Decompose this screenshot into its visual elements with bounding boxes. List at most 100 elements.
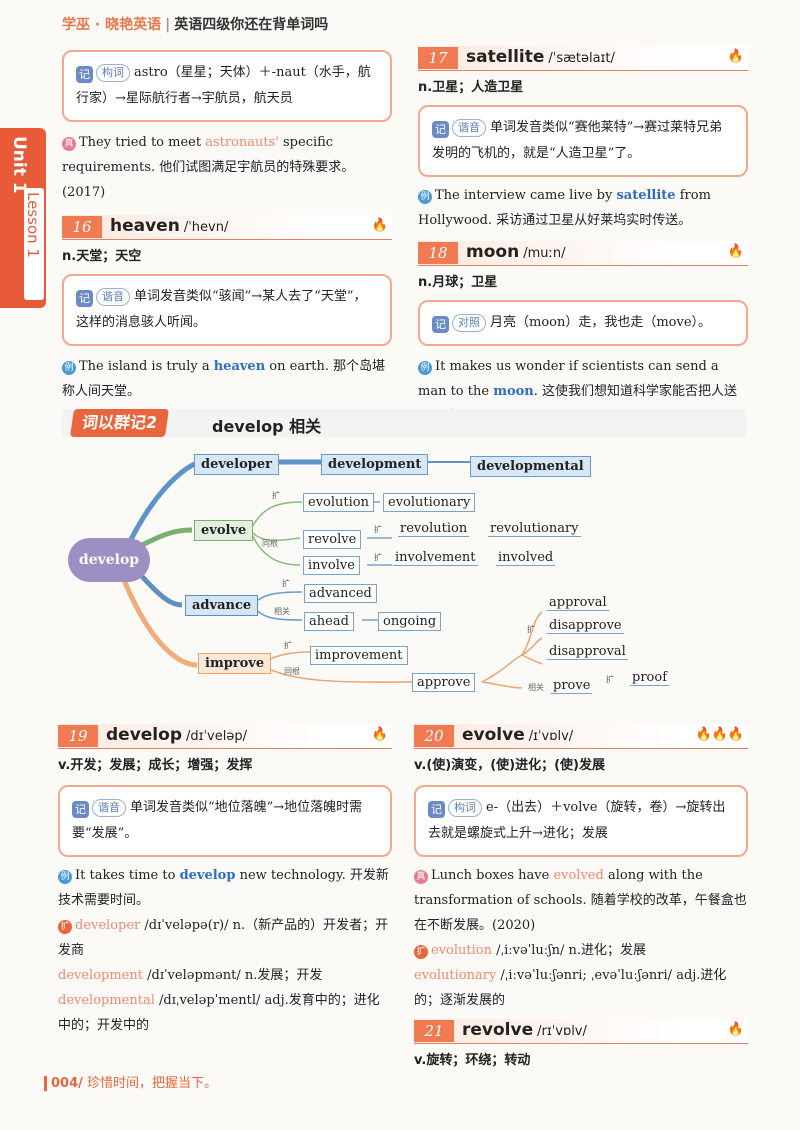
node-advanced: advanced xyxy=(304,584,377,603)
book-title: 英语四级你还在背单词吗 xyxy=(174,17,329,33)
connector-developer xyxy=(119,459,322,560)
example-text: It takes time to xyxy=(75,868,180,883)
phonetic: /ˈhevn/ xyxy=(183,220,229,235)
node-developer: developer xyxy=(194,454,280,475)
tip-text: 单词发音类似“地位落魄”→地位落魄时需要“发展”。 xyxy=(72,800,363,841)
example-keyword: develop xyxy=(179,868,236,883)
node-developmental: developmental xyxy=(470,456,591,477)
example-keyword: satellite xyxy=(616,188,676,203)
headword: moon/muːn/ xyxy=(466,242,566,262)
label-related: 相关 xyxy=(274,607,290,616)
flame-icon: 🔥 xyxy=(727,49,744,64)
label-extend: 扩 xyxy=(282,579,290,588)
node-advance: advance xyxy=(185,595,259,616)
page-number: 004/ xyxy=(44,1076,83,1091)
unit-label: Unit 1 xyxy=(9,136,29,194)
derived-definition: /dɪˌveləpˈmentl/ adj.发育中的；进化中的；开发中的 xyxy=(58,993,380,1033)
phonetic: /dɪˈveləp/ xyxy=(186,729,247,744)
node-disapproval: disapproval xyxy=(547,644,628,660)
derived-word: development xyxy=(58,968,143,983)
example-keyword: moon xyxy=(493,384,534,399)
word-header: 21 revolve/rɪˈvɒlv/ 🔥 xyxy=(414,1019,748,1044)
exam-icon: 真 xyxy=(62,137,76,151)
example-keyword: astronauts' xyxy=(205,135,279,150)
tip-tag: 构词 xyxy=(96,64,130,82)
tip-tag: 对照 xyxy=(452,314,486,332)
flame-icon: 🔥 xyxy=(371,218,388,233)
node-revolutionary: revolutionary xyxy=(488,521,581,537)
example-keyword: evolved xyxy=(553,868,604,883)
brand-name: 学巫 · 晓艳英语 xyxy=(62,17,162,33)
tip-text: 单词发音类似“骇闻”→某人去了“天堂”，这样的消息骇人听闻。 xyxy=(76,289,367,330)
label-extend: 扩 xyxy=(374,525,382,534)
phonetic: /ɪˈvɒlv/ xyxy=(528,729,574,744)
page-footer: 004/ 珍惜时间，把握当下。 xyxy=(44,1072,217,1091)
word-header: 16 heaven/ˈhevn/ 🔥 xyxy=(62,215,392,240)
example-text: on earth. 那个岛堪称人间天堂。 xyxy=(62,359,386,399)
headword: heaven/ˈhevn/ xyxy=(110,216,229,236)
memory-icon: 记 xyxy=(76,66,93,83)
develop-tip-box: 记谐音单词发音类似“地位落魄”→地位落魄时需要“发展”。 xyxy=(58,785,392,857)
label-extend: 扩 xyxy=(374,553,382,562)
node-development: development xyxy=(321,454,429,475)
word-number: 21 xyxy=(414,1020,454,1042)
tip-text: e-（出去）＋volve（旋转，卷）→旋转出去就是螺旋式上升→进化；发展 xyxy=(428,800,726,841)
phonetic: /ˈsætəlaɪt/ xyxy=(548,51,615,66)
word-group-section: 词以群记2 develop 相关 xyxy=(62,409,746,437)
derived-word: developmental xyxy=(58,993,155,1008)
word-number: 17 xyxy=(418,47,458,69)
part-of-speech: v.开发；发展；成长；增强；发挥 xyxy=(58,758,253,773)
flame-icon: 🔥 xyxy=(727,244,744,259)
label-extend: 扩 xyxy=(284,641,292,650)
left-column-bottom: 19 develop/dɪˈveləp/ 🔥 v.开发；发展；成长；增强；发挥 … xyxy=(58,724,392,1038)
section-title: develop 相关 xyxy=(212,417,322,436)
extend-icon: 扩 xyxy=(58,920,72,934)
word-entry-moon: 18 moon/muːn/ 🔥 n.月球；卫星 记对照月亮（moon）走，我也走… xyxy=(418,241,748,429)
phonetic: /rɪˈvɒlv/ xyxy=(537,1024,587,1039)
part-of-speech: v.旋转；环绕；转动 xyxy=(414,1053,531,1068)
tip-tag: 谐音 xyxy=(96,288,130,306)
word-number: 18 xyxy=(418,242,458,264)
mindmap-root: develop xyxy=(68,538,150,582)
page-header: 学巫 · 晓艳英语|英语四级你还在背单词吗 xyxy=(62,17,329,33)
flame-icon: 🔥 xyxy=(371,727,388,742)
moon-tip-box: 记对照月亮（moon）走，我也走（move）。 xyxy=(418,300,748,346)
memory-icon: 记 xyxy=(432,316,449,333)
exam-icon: 真 xyxy=(414,870,428,884)
node-improve: improve xyxy=(198,653,272,674)
node-evolutionary: evolutionary xyxy=(383,493,476,512)
example-text: new technology. 开发新技术需要时间。 xyxy=(58,868,389,908)
derived-word: evolution xyxy=(431,943,492,958)
part-of-speech: n.天堂；天空 xyxy=(62,249,142,264)
example-text: The interview came live by xyxy=(435,188,617,203)
flame-icon: 🔥🔥🔥 xyxy=(695,727,744,742)
node-involved: involved xyxy=(496,550,556,566)
word-header: 19 develop/dɪˈveləp/ 🔥 xyxy=(58,724,392,749)
derived-definition: /dɪˈveləpmənt/ n.发展；开发 xyxy=(142,968,323,983)
part-of-speech: n.月球；卫星 xyxy=(418,275,498,290)
extend-icon: 扩 xyxy=(414,945,428,959)
memory-icon: 记 xyxy=(76,290,93,307)
part-of-speech: v.(使)演变，(使)进化；(使)发展 xyxy=(414,758,606,773)
word-entry-heaven: 16 heaven/ˈhevn/ 🔥 n.天堂；天空 记谐音单词发音类似“骇闻”… xyxy=(62,215,392,404)
tip-text: astro（星星；天体）＋-naut（水手，航行家）→星际航行者→宇航员，航天员 xyxy=(76,65,371,106)
example-keyword: heaven xyxy=(213,359,266,374)
example-text: It makes us wonder if scientists can sen… xyxy=(418,359,719,399)
example-icon: 例 xyxy=(58,870,72,884)
example-text: specific requirements. 他们试图满足宇航员的特殊要求。(2… xyxy=(62,135,355,200)
tip-tag: 谐音 xyxy=(92,799,126,817)
part-of-speech: n.卫星；人造卫星 xyxy=(418,80,524,95)
label-extend: 扩 xyxy=(606,675,614,684)
word-entry-revolve: 21 revolve/rɪˈvɒlv/ 🔥 v.旋转；环绕；转动 xyxy=(414,1019,748,1072)
derived-word: developer xyxy=(75,918,141,933)
memory-icon: 记 xyxy=(72,801,89,818)
word-header: 17 satellite/ˈsætəlaɪt/ 🔥 xyxy=(418,46,748,71)
right-column-top: 17 satellite/ˈsætəlaɪt/ 🔥 n.卫星；人造卫星 记谐音单… xyxy=(418,46,748,429)
headword: revolve/rɪˈvɒlv/ xyxy=(462,1020,587,1040)
